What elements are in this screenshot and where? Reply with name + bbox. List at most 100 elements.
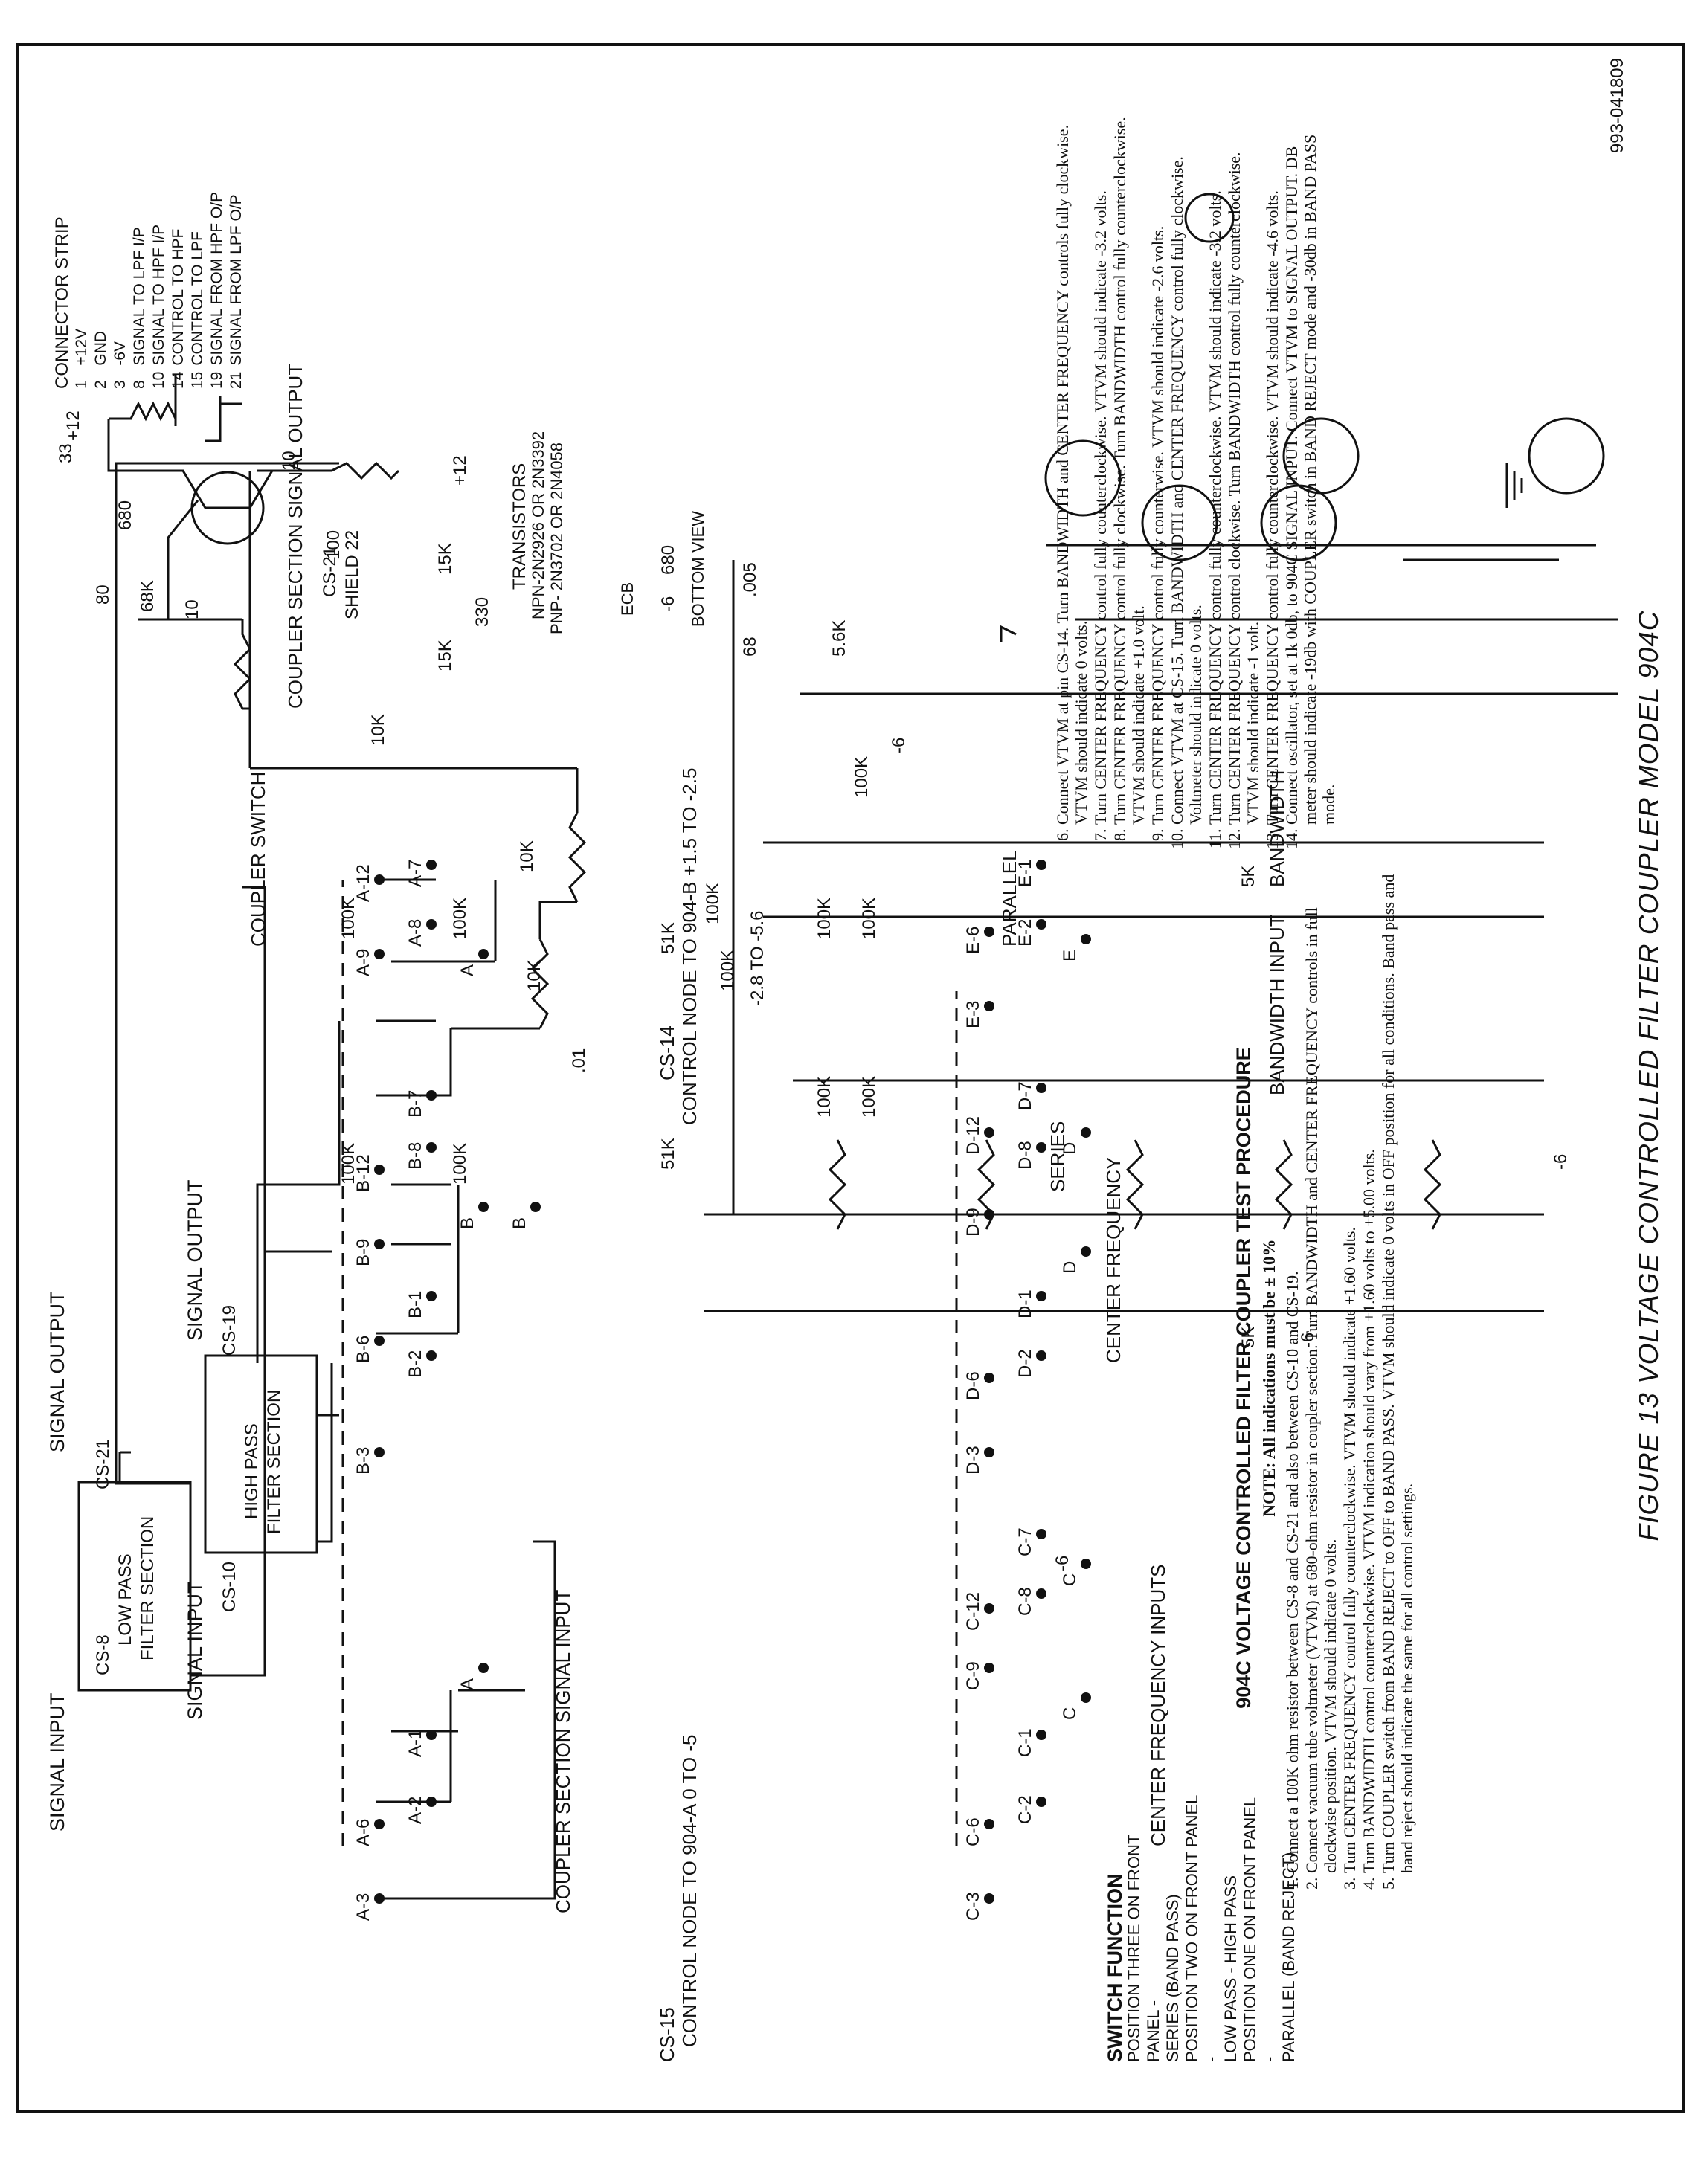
- comp-r51k-2: 51K: [658, 1138, 678, 1170]
- label-cs19: CS-19: [219, 1305, 239, 1356]
- connector-pin: 14: [170, 371, 187, 389]
- comp-pot5k-d: 5K: [1238, 1327, 1258, 1348]
- switch-contact-dot: [984, 1127, 994, 1138]
- comp-r680b: 680: [658, 545, 678, 575]
- ecb-label: ECB: [618, 582, 637, 616]
- switch-contact-dot: [1036, 1730, 1046, 1740]
- switch-contact-label: A-8: [405, 919, 425, 947]
- transistors-label: TRANSISTORS: [509, 463, 530, 590]
- comp-r100k-5: 100K: [450, 898, 470, 939]
- switch-contact-label: E-1: [1015, 860, 1035, 887]
- procedure-step: Connect a 100K ohm resistor between CS-8…: [1283, 857, 1302, 1873]
- switch-contact-label: B: [509, 1217, 530, 1229]
- switch-contact-dot: [478, 1663, 489, 1673]
- switch-contact-label: B-6: [353, 1336, 373, 1363]
- switch-contact-dot: [984, 1209, 994, 1220]
- switch-contact-label: B-8: [405, 1142, 425, 1170]
- switch-contact-label: D-8: [1015, 1141, 1035, 1170]
- label-minus6a: -6: [658, 596, 678, 612]
- comp-r68: 68: [740, 637, 760, 657]
- switch-contact-label: D-6: [963, 1371, 983, 1400]
- figure-caption: FIGURE 13 VOLTAGE CONTROLLED FILTER COUP…: [1633, 610, 1664, 1542]
- procedure-step: Turn CENTER FREQUENCY control fully coun…: [1206, 106, 1224, 825]
- comp-c80: 80: [93, 584, 113, 605]
- switch-contact-label: A-6: [353, 1819, 373, 1846]
- switch-contact-dot: [1036, 1529, 1046, 1539]
- connector-desc: SIGNAL FROM HPF O/P: [208, 191, 225, 366]
- hpf-block-line1: HIGH PASS: [242, 1423, 262, 1519]
- procedure-steps-right: Connect VTVM at pin CS-14. Turn BANDWIDT…: [1053, 106, 1338, 850]
- procedure-step: Turn COUPLER switch from BAND REJECT to …: [1379, 857, 1416, 1873]
- comp-r100k-4: 100K: [859, 1076, 879, 1118]
- switch-contact-label: D-7: [1015, 1081, 1035, 1110]
- connector-desc: SIGNAL FROM LPF O/P: [228, 194, 245, 366]
- procedure-step: Turn CENTER FREQUENCY control fully coun…: [1340, 857, 1359, 1873]
- connector-desc: CONTROL TO HPF: [170, 228, 187, 366]
- comp-r68k: 68K: [138, 580, 158, 612]
- connector-row: 3-6V: [111, 186, 130, 389]
- comp-r10k-a: 10K: [517, 840, 537, 872]
- switch-contact-dot: [1036, 1797, 1046, 1807]
- signal-input-1: SIGNAL INPUT: [46, 1692, 68, 1832]
- cf-inputs-label: CENTER FREQUENCY INPUTS: [1147, 1565, 1169, 1846]
- switch-contact-dot: [984, 1819, 994, 1829]
- switch-contact-dot: [984, 927, 994, 937]
- procedure-step: Turn CENTER FREQUENCY control fully coun…: [1148, 106, 1167, 825]
- procedure-step: Connect VTVM at CS-15. Turn BANDWIDTH an…: [1168, 106, 1205, 825]
- switch-contact-label: B-2: [405, 1350, 425, 1378]
- connector-pin: 8: [131, 380, 148, 389]
- series-label: SERIES: [1046, 1121, 1069, 1192]
- switch-contact-label: D-3: [963, 1446, 983, 1475]
- switch-contact-label: A-1: [405, 1730, 425, 1757]
- rotated-content: LOW PASS FILTER SECTION HIGH PASS FILTER…: [19, 43, 1682, 2107]
- connector-desc: GND: [92, 330, 109, 366]
- switch-contact-dot: [1036, 1142, 1046, 1153]
- switch-contact-dot: [426, 1730, 437, 1740]
- switch-contact-dot: [426, 1090, 437, 1101]
- comp-r100k-1: 100K: [814, 898, 835, 939]
- switch-contact-label: C: [1060, 1573, 1080, 1586]
- connector-pin: 1: [73, 380, 90, 389]
- switch-contact-dot: [1081, 1692, 1091, 1703]
- comp-r330: 330: [472, 597, 492, 627]
- bandwidth-input-label: BANDWIDTH INPUT: [1266, 915, 1288, 1095]
- connector-strip-title: CONNECTOR STRIP: [52, 216, 72, 389]
- control-node-a: CONTROL NODE TO 904-A 0 TO -5: [678, 1735, 701, 2047]
- switch-contact-label: A-2: [405, 1797, 425, 1824]
- schematic-diagram: LOW PASS FILTER SECTION HIGH PASS FILTER…: [46, 193, 1618, 2062]
- test-procedure-cont: Connect VTVM at pin CS-14. Turn BANDWIDT…: [1053, 106, 1339, 850]
- bottom-view-label: BOTTOM VIEW: [689, 511, 707, 627]
- switch-contact-dot: [1081, 1127, 1091, 1138]
- comp-r100k-3: 100K: [859, 898, 879, 939]
- lpf-block-line2: FILTER SECTION: [138, 1516, 158, 1660]
- switch-contact-label: A-7: [405, 860, 425, 887]
- procedure-step: Turn BANDWIDTH control counterclockwise.…: [1360, 857, 1378, 1873]
- procedure-step: Connect VTVM at pin CS-14. Turn BANDWIDT…: [1053, 106, 1090, 825]
- switch-contact-dot: [478, 949, 489, 959]
- comp-r100k-t2: 100K: [852, 756, 872, 798]
- comp-r100: 100: [324, 530, 344, 560]
- label-plus12a: +12: [63, 410, 83, 441]
- switch-contact-label: C-12: [963, 1592, 983, 1631]
- switch-contact-dot: [984, 1663, 994, 1673]
- switch-contact-label: A: [457, 1678, 477, 1690]
- switch-contact-dot: [374, 1165, 385, 1175]
- switch-contact-label: C-6: [963, 1817, 983, 1846]
- switch-contact-label: C-2: [1015, 1795, 1035, 1824]
- switch-contact-dot: [374, 1239, 385, 1249]
- switch-contact-label: C-1: [1015, 1728, 1035, 1757]
- switch-contact-dot: [478, 1202, 489, 1212]
- switch-contact-label: A-3: [353, 1893, 373, 1921]
- connector-row: 1+12V: [72, 186, 91, 389]
- label-cs21-shield: CS-21: [320, 547, 340, 597]
- parallel-label: PARALLEL: [998, 850, 1020, 947]
- switch-contact-dot: [426, 1350, 437, 1361]
- comp-r100k-6: 100K: [450, 1143, 470, 1185]
- switch-contact-dot: [1081, 934, 1091, 944]
